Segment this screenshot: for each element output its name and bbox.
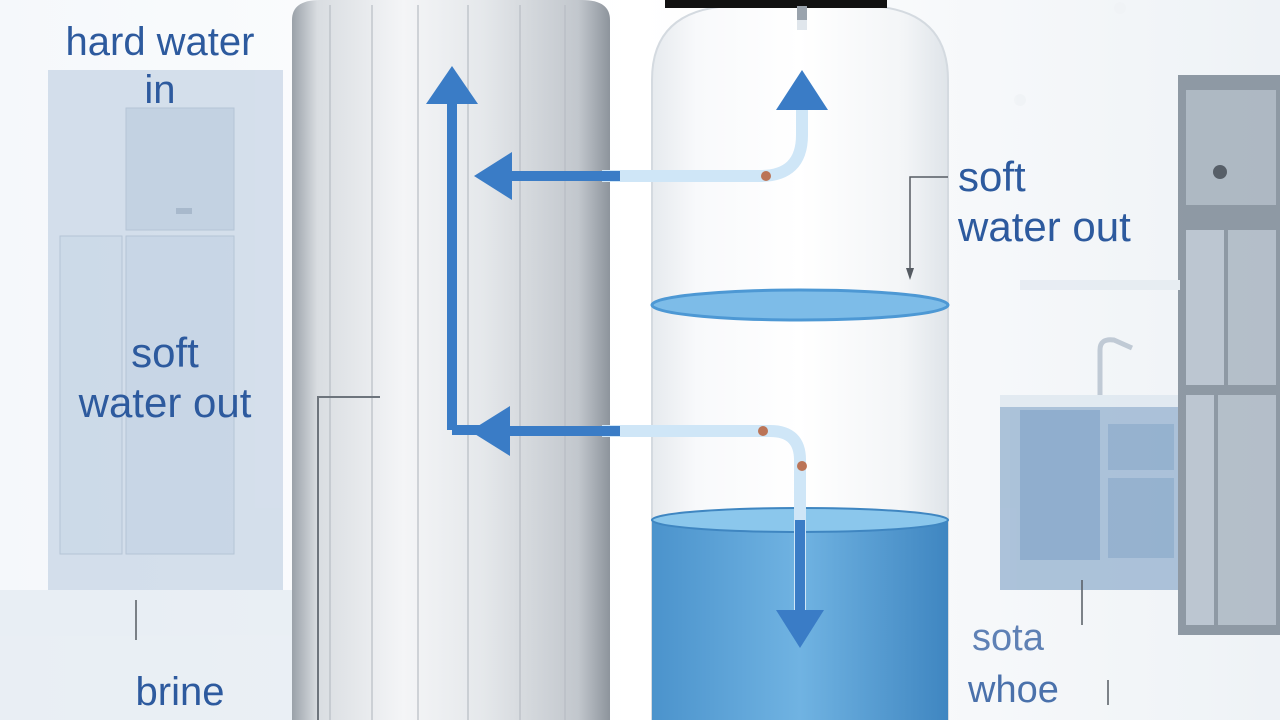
arrow-left-icon bbox=[474, 152, 512, 200]
label-faded-word-1: sota bbox=[972, 617, 1044, 659]
label-hard-water-in-line1: hard water bbox=[65, 20, 255, 64]
water-level bbox=[650, 288, 950, 322]
label-soft-right-line1: soft bbox=[958, 153, 1026, 200]
label-soft-right-line2: water out bbox=[958, 203, 1131, 251]
arrow-up-icon bbox=[776, 70, 828, 110]
pointer-lines bbox=[135, 176, 1109, 705]
arrow-left-icon bbox=[470, 406, 510, 456]
kitchen-left bbox=[0, 70, 300, 720]
label-hard-water-in: hard water in bbox=[30, 18, 290, 114]
arrow-up-icon bbox=[426, 66, 478, 104]
label-faded-word-2: whoe bbox=[968, 669, 1059, 711]
arrow-down-icon bbox=[776, 610, 824, 648]
label-soft-left-line2: water out bbox=[78, 379, 252, 427]
label-brine: brine bbox=[135, 670, 225, 714]
label-soft-water-out-left: soft water out bbox=[40, 328, 290, 429]
flow-arrows bbox=[426, 66, 828, 648]
label-soft-left-line1: soft bbox=[131, 329, 199, 376]
control-cap bbox=[665, 0, 887, 8]
label-hard-water-in-line2: in bbox=[144, 68, 176, 112]
kitchen-right bbox=[1000, 2, 1280, 635]
label-soft-water-out-right: soft water out bbox=[958, 152, 1178, 253]
